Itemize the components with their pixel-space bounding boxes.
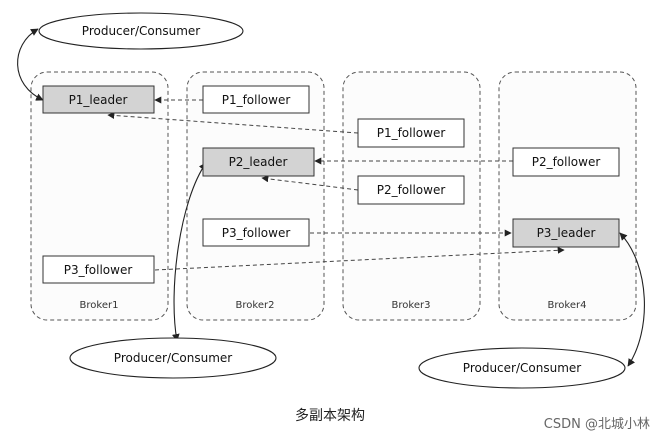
replica-label: P1_leader — [69, 93, 128, 107]
broker-label: Broker3 — [392, 300, 431, 311]
client-c2: Producer/Consumer — [69, 337, 277, 379]
edge-c2-b2p2 — [172, 162, 207, 342]
edge-b3p2-to-b2p2 — [261, 175, 359, 191]
broker-label: Broker4 — [548, 300, 587, 311]
replica-b3p2: P2_follower — [357, 175, 465, 205]
client-label: Producer/Consumer — [463, 361, 581, 375]
replica-label: P3_leader — [537, 226, 596, 240]
replica-b1p1: P1_leader — [42, 85, 155, 114]
replica-label: P1_follower — [222, 93, 291, 107]
client-label: Producer/Consumer — [114, 351, 232, 365]
replica-label: P2_follower — [532, 155, 601, 169]
replica-b2p3: P3_follower — [202, 218, 310, 247]
replica-b4p3: P3_leader — [512, 218, 620, 248]
replica-label: P2_leader — [229, 155, 288, 169]
replication-edges — [107, 96, 565, 271]
replica-label: P3_follower — [222, 226, 291, 240]
watermark: CSDN @北城小林 — [544, 417, 650, 432]
edge-c1-b1p1 — [17, 28, 44, 101]
replica-label: P2_follower — [377, 183, 446, 197]
broker-label: Broker1 — [80, 300, 119, 311]
replica-b4p2: P2_follower — [512, 147, 620, 177]
broker-b2: Broker2 — [186, 71, 325, 321]
diagram-caption: 多副本架构 — [295, 407, 365, 424]
replica-label: P1_follower — [377, 126, 446, 140]
replica-label: P3_follower — [64, 263, 133, 277]
broker-b4: Broker4 — [498, 71, 637, 321]
edge-b1p3-to-b4p3 — [154, 246, 565, 271]
replica-b2p1: P1_follower — [202, 85, 310, 114]
replica-b3p1: P1_follower — [357, 118, 465, 148]
client-c1: Producer/Consumer — [38, 12, 244, 50]
client-c3: Producer/Consumer — [418, 347, 626, 389]
broker-label: Broker2 — [236, 300, 275, 311]
replica-b2p2: P2_leader — [202, 147, 315, 177]
edge-c3-b4p3 — [619, 232, 645, 367]
client-label: Producer/Consumer — [82, 24, 200, 38]
client-edges — [17, 28, 645, 367]
replica-b1p3: P3_follower — [42, 255, 155, 284]
